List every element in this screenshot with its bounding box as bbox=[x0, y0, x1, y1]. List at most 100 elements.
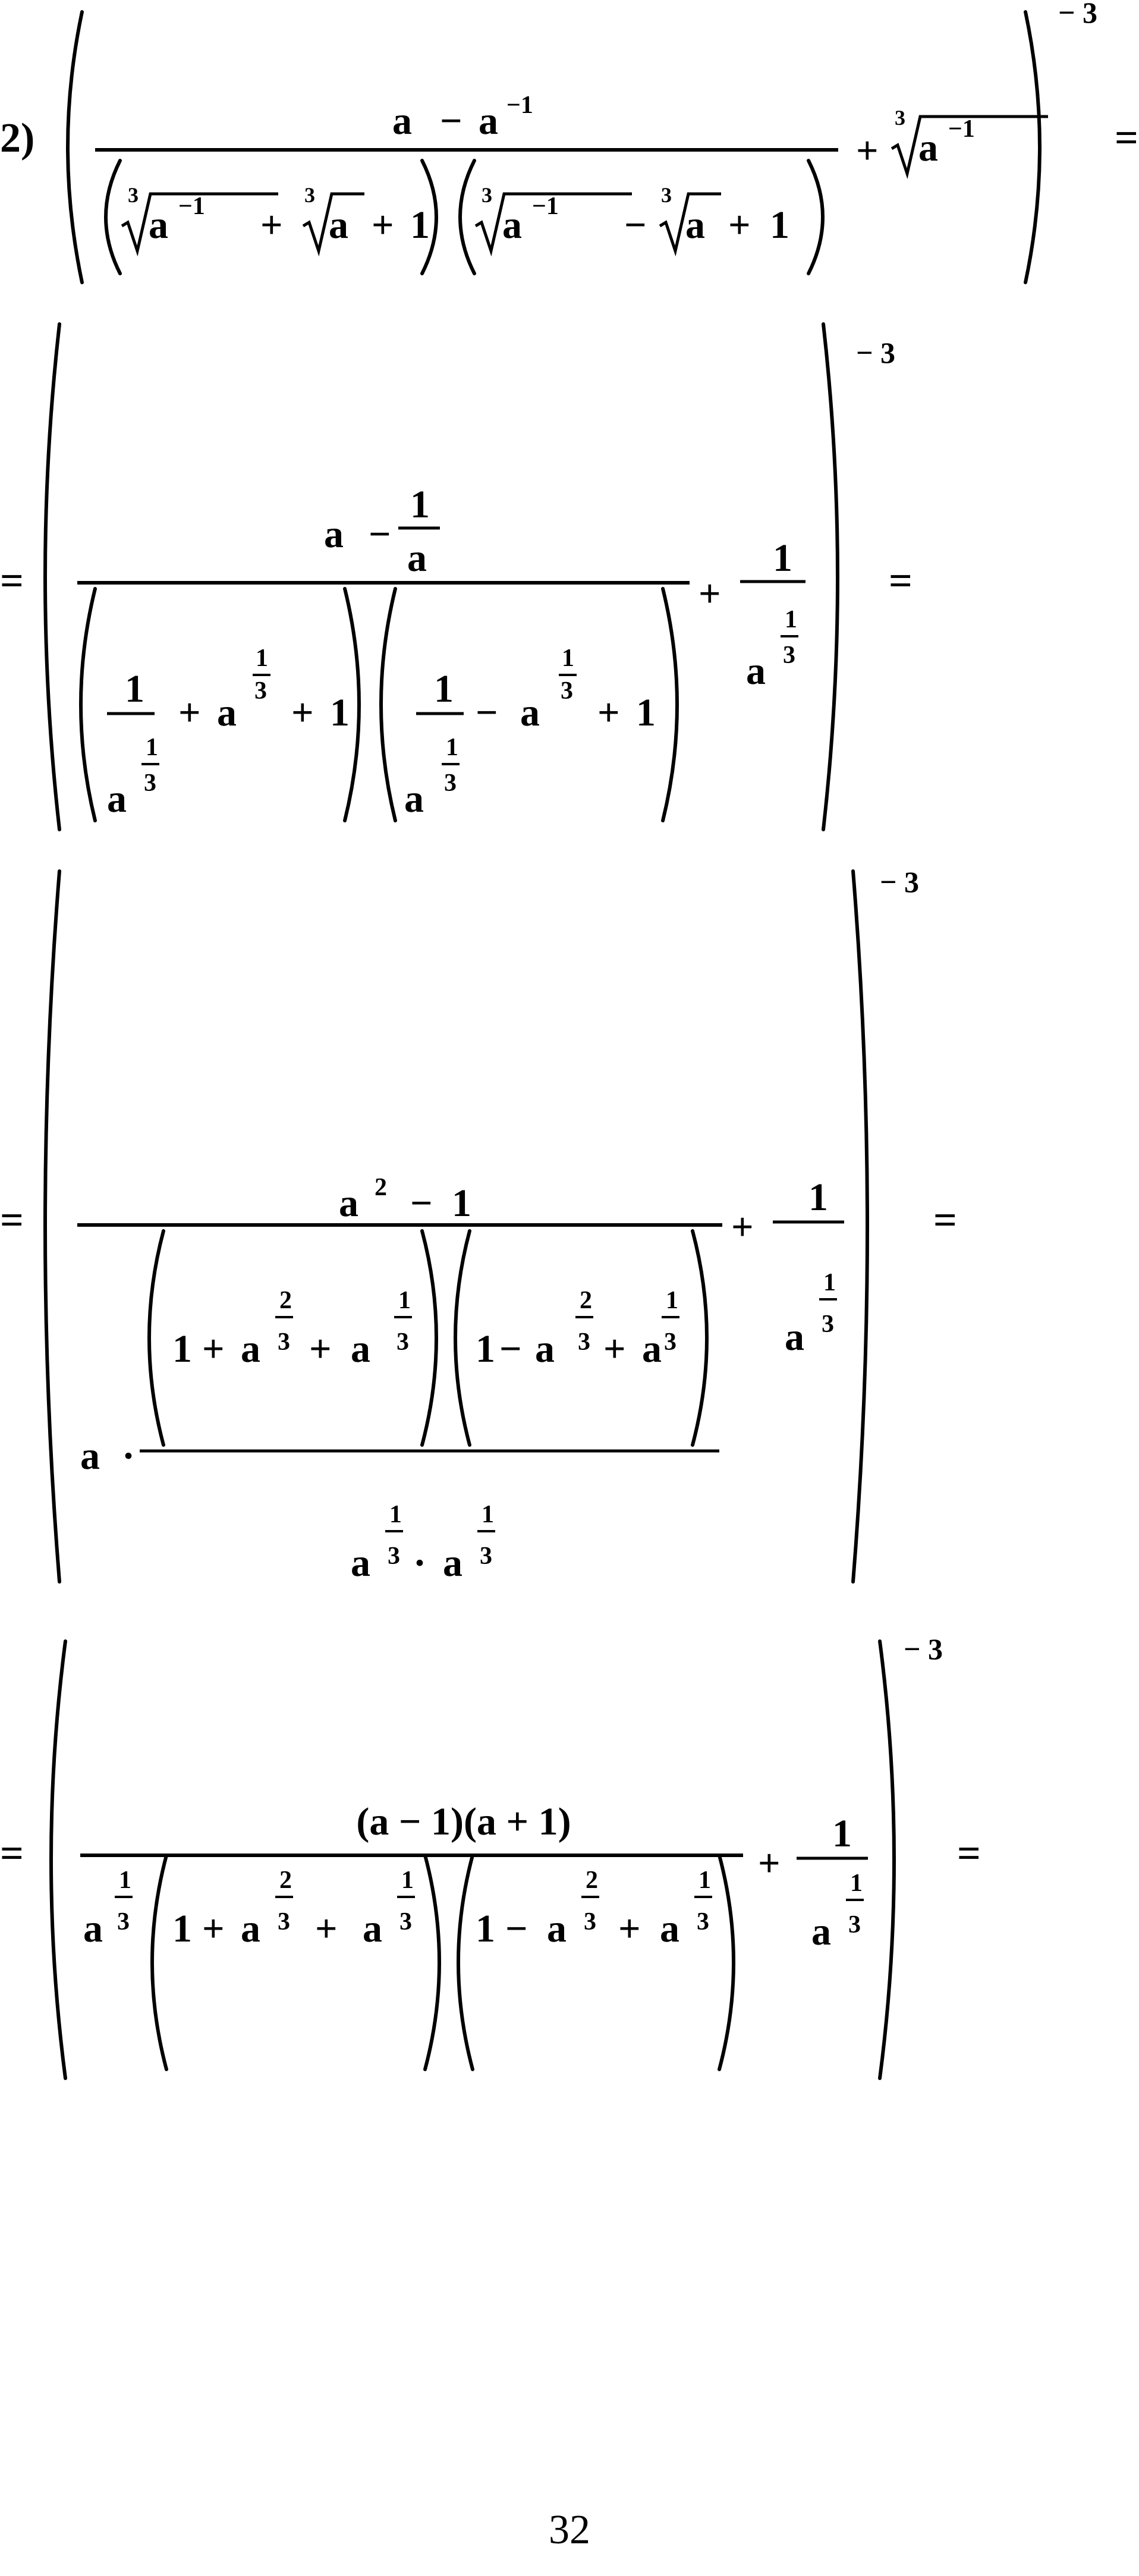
variable-a: a bbox=[642, 1327, 662, 1371]
variable-a: a bbox=[241, 1327, 260, 1371]
plus-sign: + bbox=[758, 1842, 781, 1885]
root-index: 3 bbox=[304, 183, 315, 207]
variable-a: a bbox=[404, 777, 424, 821]
right-paren bbox=[661, 587, 679, 822]
digit: 3 bbox=[278, 1328, 290, 1356]
exponent: −1 bbox=[506, 92, 533, 119]
outer-left-paren bbox=[43, 322, 61, 831]
digit: 1 bbox=[482, 1501, 494, 1528]
plus-sign: + bbox=[597, 691, 620, 734]
digit: 3 bbox=[664, 1328, 677, 1356]
outer-exponent: − 3 bbox=[904, 1632, 943, 1666]
digit: 1 bbox=[446, 734, 458, 761]
digit: 1 bbox=[119, 1867, 131, 1894]
equals-sign: = bbox=[0, 558, 24, 604]
outer-left-paren bbox=[43, 869, 61, 1584]
digit: 1 bbox=[832, 1812, 852, 1855]
digit: 1 bbox=[785, 606, 797, 633]
digit: 1 bbox=[476, 1907, 495, 1950]
left-paren bbox=[79, 587, 97, 822]
digit: 1 bbox=[698, 1867, 711, 1894]
variable-a: a bbox=[217, 691, 237, 734]
exponent: −1 bbox=[948, 115, 975, 143]
variable-a: a bbox=[329, 203, 348, 247]
digit: 3 bbox=[848, 1911, 861, 1939]
variable-a: a bbox=[443, 1541, 462, 1585]
minus-sign: − bbox=[476, 691, 498, 734]
exponent: −1 bbox=[178, 193, 205, 220]
plus-sign: + bbox=[202, 1907, 225, 1950]
plus-sign: + bbox=[202, 1327, 225, 1371]
minus-sign: − bbox=[624, 203, 647, 247]
variable-a: a bbox=[535, 1327, 555, 1371]
variable-a: a bbox=[363, 1907, 382, 1950]
digit: 3 bbox=[144, 769, 156, 797]
digit: 3 bbox=[397, 1328, 409, 1356]
digit: 3 bbox=[561, 677, 573, 705]
variable-a: a bbox=[685, 203, 705, 247]
digit: 1 bbox=[172, 1907, 192, 1950]
digit: 3 bbox=[584, 1908, 596, 1936]
left-paren bbox=[104, 159, 122, 275]
plus-sign: + bbox=[291, 691, 314, 734]
multiply-dot: · bbox=[122, 1434, 135, 1478]
digit: 1 bbox=[850, 1870, 863, 1897]
outer-right-paren bbox=[1024, 10, 1042, 284]
outer-exponent: − 3 bbox=[880, 865, 919, 899]
digit: 3 bbox=[388, 1543, 400, 1570]
digit: 3 bbox=[697, 1908, 709, 1936]
digit: 1 bbox=[401, 1867, 414, 1894]
digit: 1 bbox=[562, 645, 574, 672]
cube-root-sign bbox=[302, 192, 364, 257]
digit: 3 bbox=[444, 769, 457, 797]
right-paren bbox=[807, 159, 825, 275]
digit: 1 bbox=[452, 1182, 471, 1225]
exponent: 2 bbox=[375, 1174, 387, 1201]
outer-exponent: − 3 bbox=[1058, 0, 1097, 29]
variable-a: a bbox=[339, 1182, 358, 1225]
variable-a: a bbox=[479, 99, 498, 143]
digit: 2 bbox=[279, 1867, 292, 1894]
root-index: 3 bbox=[482, 183, 492, 207]
variable-a: a bbox=[149, 203, 168, 247]
digit: 2 bbox=[279, 1287, 292, 1314]
variable-a: a bbox=[660, 1907, 679, 1950]
variable-a: a bbox=[746, 649, 766, 693]
digit: 2 bbox=[586, 1867, 598, 1894]
digit: 2 bbox=[580, 1287, 592, 1314]
digit: 3 bbox=[278, 1908, 290, 1936]
item-label: 2) bbox=[0, 115, 34, 161]
left-paren bbox=[454, 1229, 471, 1447]
numerator-product: (a − 1)(a + 1) bbox=[356, 1800, 571, 1843]
exponent: −1 bbox=[532, 193, 559, 220]
digit: 3 bbox=[578, 1328, 590, 1356]
equals-sign: = bbox=[0, 1831, 24, 1877]
variable-a: a bbox=[785, 1315, 804, 1359]
page-number: 32 bbox=[549, 2507, 590, 2553]
plus-sign: + bbox=[618, 1907, 641, 1950]
digit: 1 bbox=[410, 483, 430, 526]
plus-sign: + bbox=[728, 203, 751, 247]
digit: 3 bbox=[480, 1543, 492, 1570]
plus-sign: + bbox=[260, 203, 283, 247]
left-paren bbox=[147, 1229, 165, 1447]
variable-a: a bbox=[392, 99, 412, 143]
digit: 1 bbox=[330, 691, 350, 734]
digit: 3 bbox=[254, 677, 267, 705]
outer-exponent: − 3 bbox=[856, 336, 895, 369]
digit: 1 bbox=[146, 734, 158, 761]
digit: 1 bbox=[389, 1501, 402, 1528]
digit: 1 bbox=[823, 1269, 836, 1296]
outer-left-paren bbox=[49, 1639, 67, 2080]
digit: 1 bbox=[398, 1287, 411, 1314]
digit: 1 bbox=[256, 645, 268, 672]
plus-sign: + bbox=[603, 1327, 626, 1371]
digit: 1 bbox=[636, 691, 656, 734]
variable-a: a bbox=[547, 1907, 567, 1950]
minus-sign: − bbox=[499, 1327, 522, 1371]
right-paren bbox=[343, 587, 361, 822]
multiply-dot: · bbox=[413, 1541, 426, 1585]
cube-root-sign bbox=[891, 115, 1048, 180]
outer-left-paren bbox=[66, 10, 84, 284]
